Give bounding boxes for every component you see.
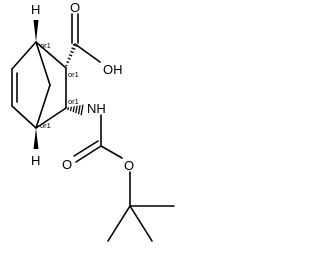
atom-o-carboxyl: O bbox=[70, 0, 80, 15]
hashed-bond-c2-c8 bbox=[65, 43, 78, 67]
stereo-label-c4: or1 bbox=[40, 121, 51, 130]
bond-c1-c6 bbox=[11, 41, 37, 70]
atom-nh: NH bbox=[87, 101, 106, 116]
atom-h-bottom: H bbox=[31, 153, 40, 168]
bond-c7-c4 bbox=[35, 84, 51, 129]
bond-c4-c3 bbox=[35, 107, 67, 129]
bond-c10-me3 bbox=[129, 205, 153, 242]
bond-c9-oester bbox=[100, 145, 123, 159]
wedge-bond-c1-h bbox=[33, 20, 39, 42]
bond-c10-me2 bbox=[107, 205, 131, 242]
bond-c9-o bbox=[75, 145, 102, 163]
structure-diagram: H H O OH NH O O or1 or1 or1 or1 bbox=[11, 0, 175, 242]
wedge-bond-c4-h bbox=[33, 128, 39, 149]
stereo-label-c3: or1 bbox=[68, 97, 79, 106]
bond-c1-c7 bbox=[35, 41, 51, 86]
atom-oh: OH bbox=[103, 62, 123, 77]
bond-c9-o-inner bbox=[73, 140, 99, 157]
atom-o-carbamate: O bbox=[62, 157, 72, 172]
atom-h-top: H bbox=[31, 2, 40, 17]
bond-c5-c4 bbox=[11, 105, 37, 129]
stereo-label-c1: or1 bbox=[40, 41, 51, 50]
stereo-label-c2: or1 bbox=[68, 70, 79, 79]
atom-o-ester: O bbox=[124, 158, 134, 173]
bond-c2-c1 bbox=[35, 41, 67, 69]
hashed-bond-c3-n bbox=[67, 104, 84, 116]
bond-c8-oh bbox=[74, 43, 101, 63]
